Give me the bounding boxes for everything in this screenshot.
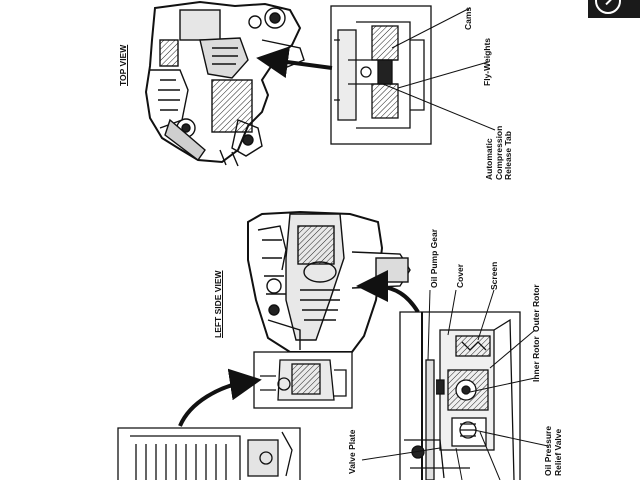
label-valve-plate: Valve Plate xyxy=(347,429,357,474)
label-cover: Cover xyxy=(455,263,465,288)
label-screen: Screen xyxy=(489,261,499,290)
left-side-view-title: LEFT SIDE VIEW xyxy=(213,270,223,338)
label-outer-rotor: Outer Rotor xyxy=(531,284,541,332)
bottom-left-inset xyxy=(117,427,301,480)
top-view-leader-lines xyxy=(382,7,496,131)
label-relief-line-2: Relief Valve xyxy=(552,428,563,476)
label-automatic-compression-release-tab: Automatic Compression Release Tab xyxy=(484,126,514,180)
oil-pump-detail-inset xyxy=(399,311,521,480)
label-fly-weights: Fly-Weights xyxy=(482,37,492,86)
top-view-title: TOP VIEW xyxy=(118,44,128,86)
player-control-button[interactable] xyxy=(588,0,640,18)
label-oil-pump-gear: Oil Pump Gear xyxy=(429,228,439,288)
label-cams: Cams xyxy=(463,6,473,30)
label-oil-pressure-relief-valve: Oil Pressure Relief Valve xyxy=(543,426,563,476)
side-view-lower-inset xyxy=(253,351,353,409)
top-view-detail-inset xyxy=(330,5,432,145)
top-view-arrow xyxy=(256,46,333,78)
side-view-arrow-to-oil-pump-inset xyxy=(356,270,420,314)
side-view-engine-drawing xyxy=(247,210,411,353)
side-view-leader-lines xyxy=(361,289,549,480)
label-auto-line-3: Release Tab xyxy=(503,131,513,180)
label-inner-rotor: Inner Rotor xyxy=(531,336,541,382)
top-view-engine-drawing xyxy=(144,0,305,167)
side-view-arrow-to-lower-inset xyxy=(178,368,262,427)
